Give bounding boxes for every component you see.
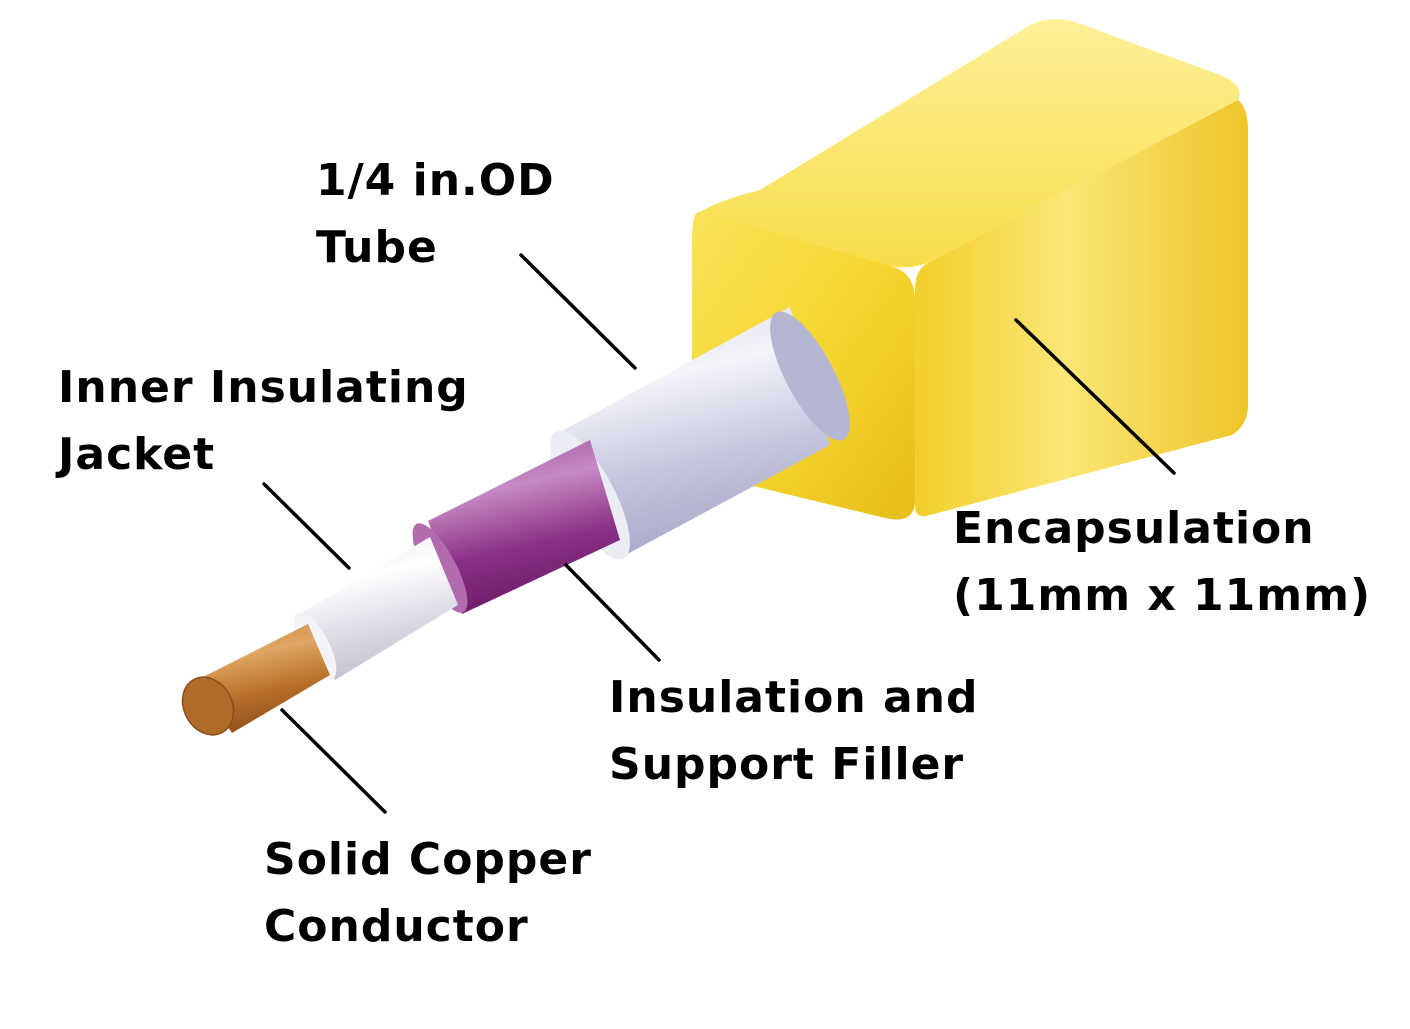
encapsulation-leader-line	[1014, 318, 1176, 475]
tube-label: 1/4 in.OD Tube	[316, 147, 555, 281]
inner-jacket-label-line2: Jacket	[58, 429, 216, 480]
encapsulation-side-face	[915, 100, 1248, 517]
conductor-leader-line	[280, 708, 387, 814]
conductor-label-line2: Conductor	[264, 901, 529, 952]
inner-jacket-leader-line	[262, 482, 351, 570]
conductor-label: Solid Copper Conductor	[264, 826, 592, 960]
filler-label-line1: Insulation and	[609, 672, 979, 723]
tube-label-line1: 1/4 in.OD	[316, 155, 555, 206]
tube-leader-line	[519, 253, 637, 370]
conductor-label-line1: Solid Copper	[264, 834, 592, 885]
filler-label-line2: Support Filler	[609, 739, 965, 790]
encapsulation-top-face	[699, 19, 1240, 268]
encapsulation-label-line1: Encapsulation	[953, 503, 1315, 554]
copper-conductor	[181, 624, 330, 736]
filler-leader-line	[564, 563, 661, 662]
tube-label-line2: Tube	[316, 222, 438, 273]
encapsulation-label: Encapsulation (11mm x 11mm)	[953, 495, 1371, 629]
filler-label: Insulation and Support Filler	[609, 664, 978, 798]
encapsulation-label-line2: (11mm x 11mm)	[953, 570, 1372, 621]
inner-jacket-label-line1: Inner Insulating	[58, 362, 469, 413]
inner-jacket-label: Inner Insulating Jacket	[58, 354, 469, 488]
